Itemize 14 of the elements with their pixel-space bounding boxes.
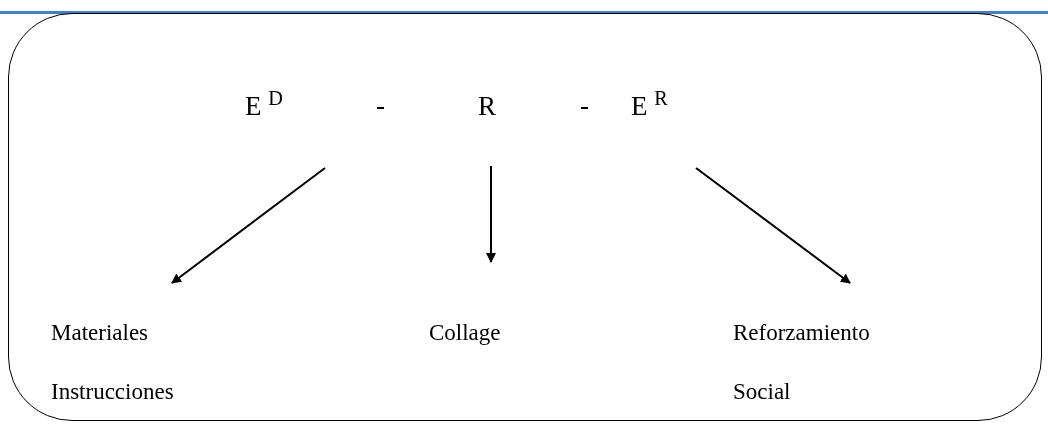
node-text: Collage <box>429 321 501 344</box>
arrow <box>486 165 496 263</box>
rounded-frame <box>8 13 1042 421</box>
node-text: E $^{D}$ <box>245 93 283 120</box>
arrow <box>695 167 851 284</box>
node-text: Instrucciones <box>51 380 174 403</box>
node-text: Social <box>733 380 792 403</box>
node-text: Reforzamiento <box>733 321 870 344</box>
dash-separator: - <box>580 92 589 119</box>
node-text: Materiales <box>51 321 150 344</box>
node-text: R <box>478 93 496 120</box>
node-text: E $^{R}$ <box>631 93 668 120</box>
arrow <box>171 167 326 284</box>
dash-separator: - <box>376 92 385 119</box>
